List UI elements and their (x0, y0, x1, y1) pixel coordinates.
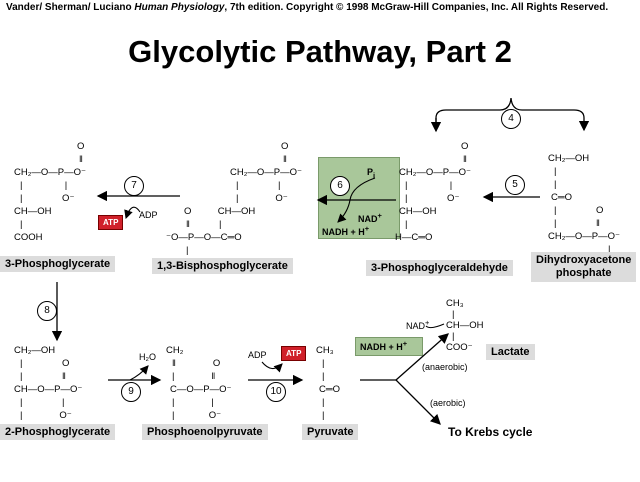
step9-circle: 9 (121, 382, 141, 402)
adp-step10: ADP (248, 350, 267, 360)
condition-anaerobic: (anaerobic) (422, 362, 468, 372)
fork-aerobic (395, 379, 441, 425)
structure-gap: O ‖ CH₂—O—P—O⁻ | | | O⁻ CH—OH | H—C═O (395, 141, 472, 243)
step6-pi-curve (349, 177, 376, 201)
atp-badge-step7: ATP (98, 215, 124, 230)
label-2-phosphoglycerate: 2-Phosphoglycerate (0, 424, 116, 440)
label-phosphoenolpyruvate: Phosphoenolpyruvate (142, 424, 268, 440)
label-krebs-cycle: To Krebs cycle (448, 425, 533, 439)
nad-lactate-sup: + (425, 318, 430, 327)
pi-sub: i (373, 170, 376, 180)
nad-step6-text: NAD (358, 214, 378, 224)
pi-step6: Pi (367, 167, 375, 180)
step10-atp-curve (261, 361, 283, 373)
nadh-step6: NADH + H+ (322, 224, 369, 237)
page-title: Glycolytic Pathway, Part 2 (128, 34, 512, 69)
nadh-step6-text: NADH + H (322, 227, 365, 237)
nad-curve (425, 323, 445, 329)
step6-circle: 6 (330, 176, 350, 196)
nad-lactate: NAD+ (406, 318, 429, 331)
atp-badge-step10: ATP (281, 346, 307, 361)
step6-nad-curve (337, 199, 351, 223)
label-pyruvate: Pyruvate (302, 424, 359, 440)
pi-letter: P (367, 167, 374, 177)
condition-aerobic: (aerobic) (430, 398, 466, 408)
nadh-lactate: NADH + H+ (360, 339, 407, 352)
structure-pyruvate: CH₃ | | C═O | | COO⁻ (316, 345, 343, 434)
nadh-lactate-text: NADH + H (360, 342, 403, 352)
structure-lactate: CH₃ | CH—OH | COO⁻ (446, 298, 484, 353)
nadh-lactate-box (355, 337, 423, 356)
credit-authors: Vander/ Sherman/ Luciano (6, 2, 135, 13)
step4-brace (435, 97, 590, 132)
structure-13bpg: O ‖ CH₂—O—P—O⁻ | | | O⁻ O CH—OH ‖ | ⁻O—P… (166, 141, 303, 269)
label-dhap: Dihydroxyacetone phosphate (531, 252, 637, 282)
nad-step6: NAD+ (358, 211, 382, 224)
step5-circle: 5 (505, 175, 525, 195)
structure-pep: CH₂ ‖ O | ‖ C—O—P—O⁻ | | | O⁻ COO⁻ (166, 345, 232, 434)
step7-circle: 7 (124, 176, 144, 196)
label-dhap-line1: Dihydroxyacetone (536, 254, 632, 266)
nad-lactate-text: NAD (406, 321, 426, 331)
label-13-bisphosphoglycerate: 1,3-Bisphosphoglycerate (152, 258, 293, 274)
label-dhap-line2: phosphate (555, 267, 612, 279)
step10-circle: 10 (266, 382, 286, 402)
credit-rest: , 7th edition. Copyright © 1998 McGraw-H… (224, 2, 609, 13)
structure-2pga: CH₂—OH | O | ‖ CH—O—P—O⁻ | | | O⁻ COO⁻ (14, 345, 83, 434)
credit-book: Human Physiology (134, 2, 225, 13)
nadh-lactate-sup: + (402, 339, 408, 348)
step9-water-curve (129, 365, 149, 381)
nad-step6-sup: + (377, 211, 382, 220)
adp-step7: ADP (139, 210, 158, 220)
fork-anaerobic (395, 333, 449, 381)
step4-circle: 4 (501, 109, 521, 129)
label-3-phosphoglycerate: 3-Phosphoglycerate (0, 256, 116, 272)
copyright-credit: Vander/ Sherman/ Luciano Human Physiolog… (6, 2, 608, 13)
nadh-step6-sup: + (364, 224, 370, 233)
water-step9: H₂O (139, 352, 156, 362)
label-lactate: Lactate (486, 344, 535, 360)
label-3-phosphoglyceraldehyde: 3-Phosphoglyceraldehyde (366, 260, 513, 276)
step7-curve (124, 206, 141, 220)
step6-box (318, 157, 400, 239)
step8-circle: 8 (37, 301, 57, 321)
structure-3pga: O ‖ CH₂—O—P—O⁻ | | | O⁻ CH—OH | COOH (14, 141, 87, 243)
